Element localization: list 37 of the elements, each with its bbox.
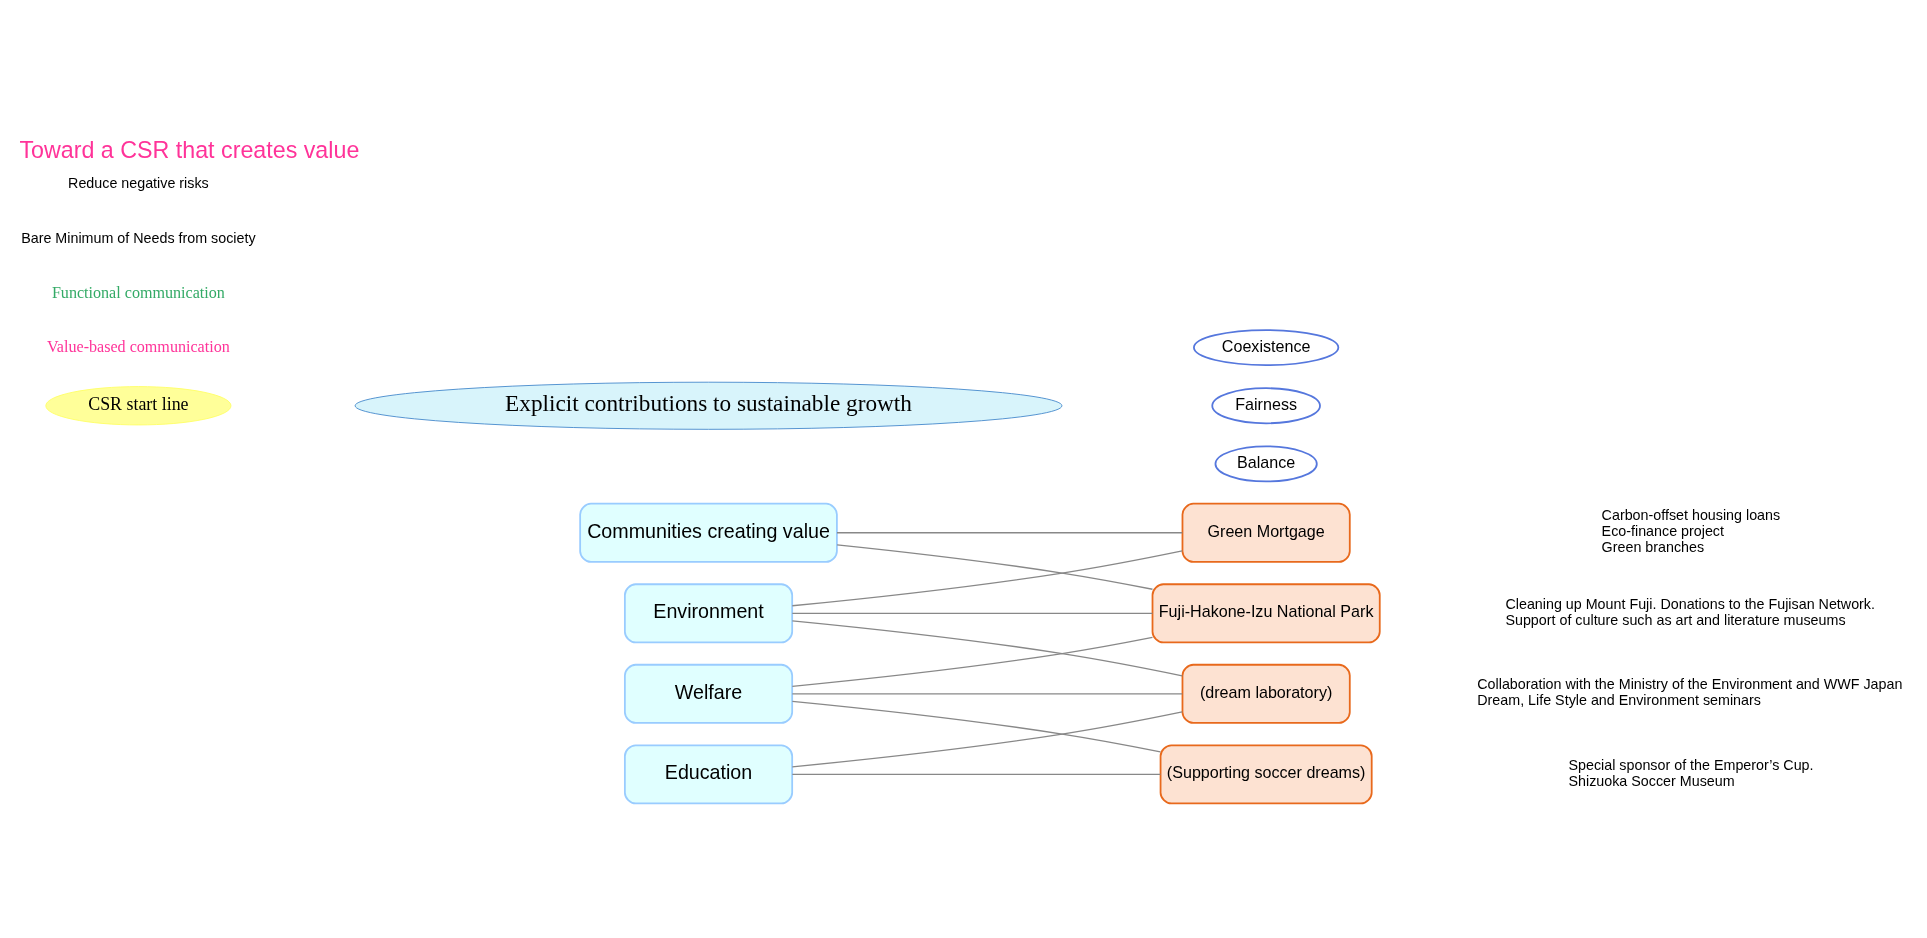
label: Bare Minimum of Needs from society (21, 229, 256, 246)
connector (791, 549, 1183, 606)
node-label: Shizuoka Soccer Museum (1568, 772, 1735, 789)
connector (836, 543, 1154, 590)
node-label: Collaboration with the Ministry of the Environment and WWF Japan (1477, 675, 1903, 692)
node-box: Environment (624, 582, 794, 643)
node-box: (Supporting soccer dreams) (1159, 743, 1373, 804)
node-label: Dream, Life Style and Environment seminars (1477, 691, 1761, 708)
node-label: Eco-finance project (1601, 522, 1725, 539)
node-box: Education (624, 743, 794, 804)
node-label: Support of culture such as art and literature museums (1505, 611, 1846, 628)
connector (791, 612, 1154, 614)
label: Functional communication (51, 283, 225, 301)
connector (791, 636, 1154, 687)
node-box: (dream laboratory) (1181, 663, 1351, 724)
node-ellipse: Coexistence (1193, 328, 1340, 366)
label: Value-based communication (47, 337, 230, 355)
node-label: Carbon-offset housing loans (1601, 506, 1781, 523)
connector (791, 692, 1183, 694)
connector (836, 531, 1183, 533)
connector (791, 773, 1162, 775)
node-box: Welfare (624, 663, 794, 724)
node-label: Special sponsor of the Emperor’s Cup. (1568, 756, 1814, 773)
connector (791, 700, 1162, 752)
connector (791, 619, 1183, 676)
node-ellipse: Fairness (1211, 386, 1321, 424)
connector (791, 710, 1183, 767)
node-label: Green branches (1601, 538, 1705, 555)
node-box: Communities creating value (579, 502, 838, 563)
node-box: Green Mortgage (1181, 502, 1351, 563)
node-ellipse: Balance (1214, 444, 1318, 482)
node-ellipse: Explicit contributions to sustainable growth (354, 381, 1063, 430)
diagram-title: Toward a CSR that creates value (19, 136, 360, 163)
node-label: Cleaning up Mount Fuji. Donations to the Fujisan Network. (1505, 595, 1875, 612)
node-ellipse: CSR start line (45, 385, 232, 425)
label: Reduce negative risks (68, 174, 209, 191)
node-box: Fuji-Hakone-Izu National Park (1151, 582, 1381, 643)
